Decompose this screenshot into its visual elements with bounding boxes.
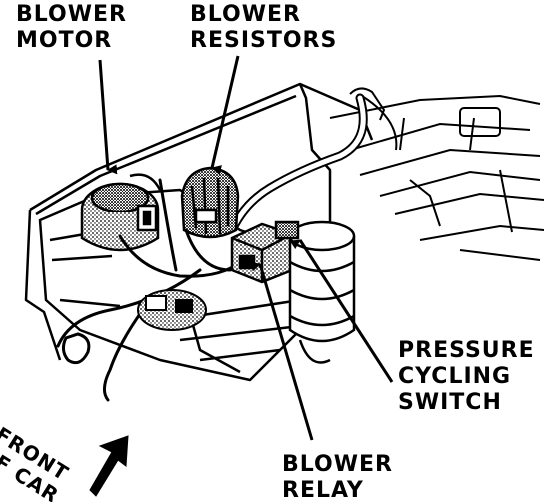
blower-resistors: [180, 166, 240, 239]
front-direction-arrow: [89, 435, 129, 497]
harness-connector: [137, 289, 207, 331]
motor-arrow: [98, 59, 118, 175]
resistors-arrow: [210, 55, 240, 175]
pointer-arrows: [98, 55, 394, 441]
blower-motor: [80, 173, 162, 252]
relay-arrow: [249, 261, 314, 441]
pressure-cycling-switch-label: PRESSURE CYCLING SWITCH: [398, 338, 535, 415]
ac-line: [223, 93, 368, 245]
firewall-panel: [24, 82, 374, 361]
blower-relay-label: BLOWER RELAY: [282, 452, 393, 502]
switch-arrow: [289, 239, 394, 383]
wiring-harness: [56, 178, 242, 402]
blower-motor-label: BLOWER MOTOR: [16, 2, 127, 53]
accumulator: [274, 220, 356, 364]
blower-resistors-label: BLOWER RESISTORS: [190, 2, 338, 53]
engine-background: [329, 87, 544, 261]
blower-housing: [38, 188, 302, 382]
